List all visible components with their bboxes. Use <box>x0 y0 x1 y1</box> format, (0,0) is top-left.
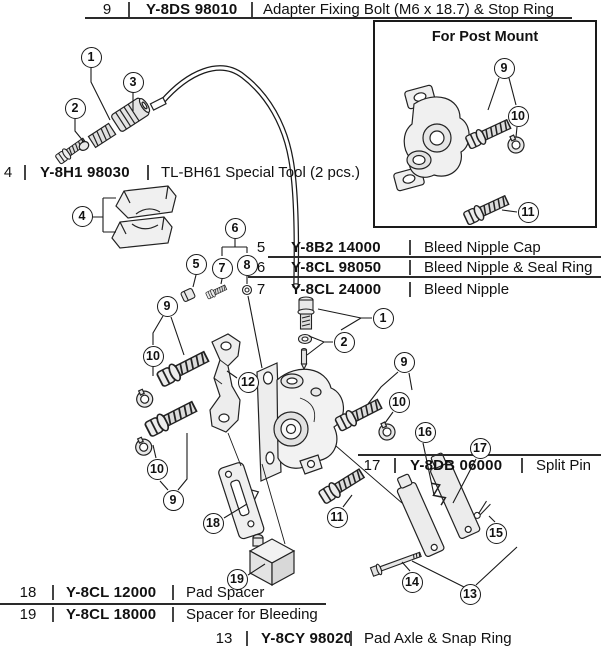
part-row-id: 9 <box>102 1 112 18</box>
connecting-bolt-drawing <box>297 296 315 371</box>
post-mount-box: For Post Mount <box>373 20 597 228</box>
part-row-pad-spacer: 18 Y-8CL 12000 Pad Spacer <box>0 584 601 602</box>
part-number: Y-8CL 18000 <box>66 606 157 623</box>
separator <box>24 165 26 180</box>
callout-18: 18 <box>202 512 224 534</box>
callout-1: 1 <box>372 307 394 329</box>
part-description: Split Pin <box>536 457 592 474</box>
part-row-id: 5 <box>256 239 266 256</box>
post-mount-caliper-drawing <box>393 84 528 227</box>
part-row-bleed-cap: 5 Y-8B2 14000 Bleed Nipple Cap <box>0 239 601 257</box>
part-description: TL-BH61 Special Tool (2 pcs.) <box>161 164 360 181</box>
callout-10: 10 <box>142 345 164 367</box>
callout-7: 7 <box>211 257 233 279</box>
callout-13: 13 <box>459 583 481 605</box>
part-description: Pad Axle & Snap Ring <box>364 630 512 647</box>
separator <box>147 165 149 180</box>
callout-9: 9 <box>393 351 415 373</box>
callout-16: 16 <box>414 421 436 443</box>
hose-drawing <box>159 65 300 289</box>
leader-lines <box>74 68 518 588</box>
part-description: Adapter Fixing Bolt (M6 x 18.7) & Stop R… <box>263 1 554 18</box>
part-description: Bleed Nipple Cap <box>424 239 541 256</box>
part-number: Y-8H1 98030 <box>40 164 130 181</box>
part-number: Y-8CY 98020 <box>261 630 353 647</box>
separator <box>172 585 174 600</box>
brake-pads-drawing <box>396 452 481 558</box>
bleeding-spacer-drawing <box>248 533 296 587</box>
callout-3: 3 <box>122 71 144 93</box>
callout-2: 2 <box>64 97 86 119</box>
row-underline <box>268 256 601 258</box>
separator <box>394 458 396 473</box>
callout-9: 9 <box>162 489 184 511</box>
bleed-nipple-parts-drawing <box>180 283 253 302</box>
part-number: Y-8DS 98010 <box>146 1 238 18</box>
adapter-bracket-drawing <box>209 333 241 433</box>
special-tool-drawing <box>111 185 177 249</box>
part-description: Spacer for Bleeding <box>186 606 318 623</box>
separator <box>128 2 130 17</box>
part-description: Pad Spacer <box>186 584 265 601</box>
callout-6: 6 <box>224 217 246 239</box>
hose-connector-parts-drawing <box>54 96 167 166</box>
callout-12: 12 <box>237 371 259 393</box>
part-number: Y-8DB 06000 <box>410 457 503 474</box>
callout-11: 11 <box>517 201 539 223</box>
separator <box>52 585 54 600</box>
separator <box>52 607 54 622</box>
callout-17: 17 <box>469 437 491 459</box>
callout-11: 11 <box>326 506 348 528</box>
callout-19: 19 <box>226 568 248 590</box>
part-row-id: 6 <box>256 259 266 276</box>
part-row-id: 4 <box>3 164 13 181</box>
part-row-special-tool: 4 Y-8H1 98030 TL-BH61 Special Tool (2 pc… <box>0 164 601 182</box>
separator <box>350 631 352 646</box>
separator <box>251 2 253 17</box>
part-row-bleed-seal: 6 Y-8CL 98050 Bleed Nipple & Seal Ring <box>0 259 601 277</box>
row-underline <box>248 276 601 278</box>
row-underline <box>0 603 326 605</box>
part-row-adapter-bolt: 9 Y-8DS 98010 Adapter Fixing Bolt (M6 x … <box>0 1 601 19</box>
callout-9: 9 <box>156 295 178 317</box>
part-number: Y-8CL 24000 <box>291 281 382 298</box>
pad-axle-drawing <box>369 500 491 577</box>
post-mount-title: For Post Mount <box>431 29 539 45</box>
callout-10: 10 <box>388 391 410 413</box>
callout-8: 8 <box>236 254 258 276</box>
separator <box>409 260 411 275</box>
part-row-id: 13 <box>215 630 233 647</box>
part-description: Bleed Nipple <box>424 281 510 298</box>
callout-9: 9 <box>493 57 515 79</box>
callout-10: 10 <box>507 105 529 127</box>
part-number: Y-8B2 14000 <box>291 239 381 256</box>
callout-4: 4 <box>71 205 93 227</box>
callout-15: 15 <box>485 522 507 544</box>
separator <box>409 282 411 297</box>
part-number: Y-8CL 98050 <box>291 259 382 276</box>
part-number: Y-8CL 12000 <box>66 584 157 601</box>
part-row-bleed-nipple: 7 Y-8CL 24000 Bleed Nipple <box>0 281 601 299</box>
callout-2: 2 <box>333 331 355 353</box>
part-row-split-pin: 17 Y-8DB 06000 Split Pin <box>0 457 601 475</box>
part-row-id: 7 <box>256 281 266 298</box>
callout-1: 1 <box>80 46 102 68</box>
separator <box>172 607 174 622</box>
part-row-bleed-spacer: 19 Y-8CL 18000 Spacer for Bleeding <box>0 606 601 624</box>
callout-5: 5 <box>185 253 207 275</box>
callout-14: 14 <box>401 571 423 593</box>
separator <box>409 240 411 255</box>
part-row-id: 17 <box>363 457 381 474</box>
separator <box>521 458 523 473</box>
caliper-body-drawing <box>256 362 344 482</box>
part-description: Bleed Nipple & Seal Ring <box>424 259 593 276</box>
part-row-id: 19 <box>19 606 37 623</box>
row-underline <box>85 17 572 19</box>
part-row-id: 18 <box>19 584 37 601</box>
separator <box>246 631 248 646</box>
part-row-pad-axle: 13 Y-8CY 98020 Pad Axle & Snap Ring <box>0 630 601 648</box>
callout-10: 10 <box>146 458 168 480</box>
pad-spacer-drawing <box>218 462 265 540</box>
